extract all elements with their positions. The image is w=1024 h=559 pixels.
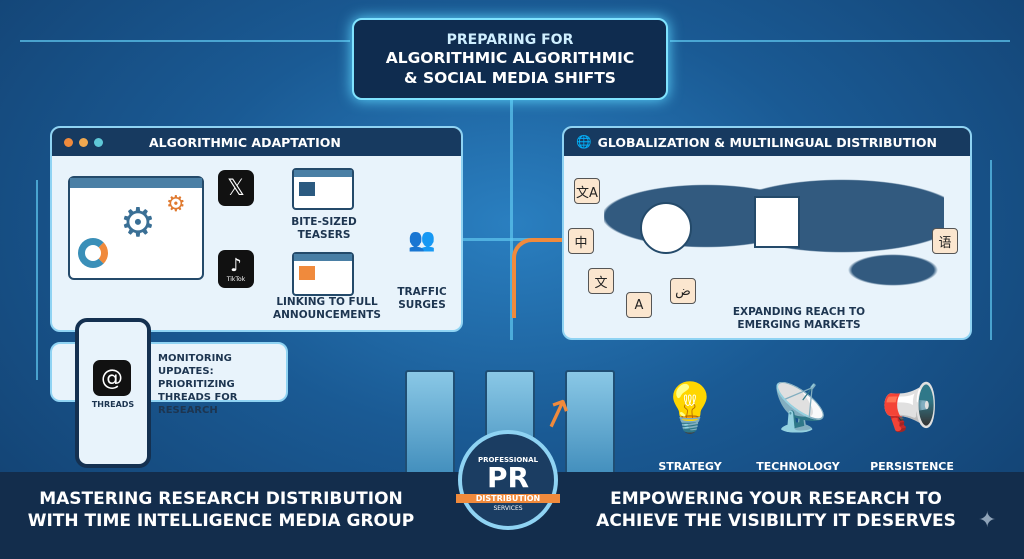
lightbulb-icon: 💡 bbox=[660, 379, 720, 436]
globalization-panel: 🌐 GLOBALIZATION & MULTILINGUAL DISTRIBUTI… bbox=[562, 126, 972, 340]
language-glyph: 中 bbox=[568, 228, 594, 254]
connector bbox=[36, 180, 38, 380]
threads-monitoring-text: MONITORING UPDATES: PRIORITIZING THREADS… bbox=[158, 353, 238, 416]
language-glyph: 文 bbox=[588, 268, 614, 294]
pr-badge: PROFESSIONAL PR DISTRIBUTION SERVICES bbox=[456, 430, 560, 530]
bite-sized-teasers-label: BITE-SIZED TEASERS bbox=[291, 216, 357, 241]
window-dot-icon bbox=[79, 137, 88, 147]
document-icon bbox=[754, 196, 800, 248]
x-label: 𝕏 bbox=[227, 175, 245, 201]
badge-bottom: SERVICES bbox=[493, 505, 523, 512]
panel-header: 🌐 GLOBALIZATION & MULTILINGUAL DISTRIBUTI… bbox=[564, 128, 970, 156]
badge-top: PROFESSIONAL bbox=[477, 456, 539, 464]
satellite-dish-icon: 📡 bbox=[771, 379, 829, 434]
badge-main: PR bbox=[486, 461, 530, 494]
gear-icon: ⚙ bbox=[120, 200, 156, 246]
language-glyph: 文A bbox=[574, 178, 600, 204]
title-line-2: ALGORITHMIC ALGORITHMIC bbox=[385, 49, 635, 67]
connector bbox=[670, 40, 1010, 42]
bottom-left-tagline: MASTERING RESEARCH DISTRIBUTION WITH TIM… bbox=[27, 489, 415, 531]
panel-header: ALGORITHMIC ADAPTATION bbox=[52, 128, 461, 156]
threads-logo-icon: @ bbox=[93, 360, 131, 396]
sparkle-icon: ✦ bbox=[978, 508, 997, 533]
crowd-icon: 👥 bbox=[408, 228, 436, 253]
threads-label: THREADS bbox=[91, 400, 135, 409]
panel-heading: GLOBALIZATION & MULTILINGUAL DISTRIBUTIO… bbox=[597, 134, 937, 150]
gear-icon: ⚙ bbox=[166, 192, 186, 217]
bottom-right-tagline: EMPOWERING YOUR RESEARCH TO ACHIEVE THE … bbox=[596, 489, 956, 531]
connector bbox=[990, 160, 992, 340]
badge-ribbon: DISTRIBUTION bbox=[456, 494, 560, 503]
orange-connector bbox=[512, 238, 562, 318]
connector bbox=[462, 238, 562, 241]
technology-label: TECHNOLOGY bbox=[756, 460, 840, 473]
dashboard-illustration: ⚙ ⚙ bbox=[68, 176, 204, 280]
teaser-card-icon bbox=[292, 168, 354, 210]
pillar-icon bbox=[405, 370, 455, 488]
linking-label: LINKING TO FULL ANNOUNCEMENTS bbox=[273, 296, 381, 321]
megaphone-icon: 📢 bbox=[881, 379, 939, 434]
donut-chart-icon bbox=[78, 238, 108, 268]
title-line-1: PREPARING FOR bbox=[446, 32, 574, 48]
algorithmic-adaptation-panel: ALGORITHMIC ADAPTATION ⚙ ⚙ 𝕏 ♪TikTok BIT… bbox=[50, 126, 463, 332]
announcement-card-icon bbox=[292, 252, 354, 296]
language-glyph: 语 bbox=[932, 228, 958, 254]
window-dot-icon bbox=[94, 137, 103, 147]
strategy-label: STRATEGY bbox=[658, 460, 722, 473]
traffic-surges-label: TRAFFIC SURGES bbox=[397, 286, 447, 311]
connector bbox=[20, 40, 350, 42]
persistence-label: PERSISTENCE bbox=[870, 460, 954, 473]
window-dot-icon bbox=[64, 137, 73, 147]
expanding-reach-label: EXPANDING REACH TO EMERGING MARKETS bbox=[732, 306, 866, 331]
language-glyph: A bbox=[626, 292, 652, 318]
globe-icon: 🌐 bbox=[576, 134, 592, 149]
tiktok-label: TikTok bbox=[226, 276, 246, 283]
title-line-3: & SOCIAL MEDIA SHIFTS bbox=[404, 69, 616, 87]
tiktok-logo-icon: ♪TikTok bbox=[218, 250, 254, 288]
document-icon bbox=[640, 202, 692, 254]
phone-illustration: @ THREADS bbox=[75, 318, 151, 468]
panel-heading: ALGORITHMIC ADAPTATION bbox=[149, 134, 341, 150]
main-title: PREPARING FOR ALGORITHMIC ALGORITHMIC & … bbox=[352, 18, 668, 100]
language-glyph: ض bbox=[670, 278, 696, 304]
connector bbox=[510, 100, 513, 340]
pillar-icon bbox=[565, 370, 615, 488]
x-logo-icon: 𝕏 bbox=[218, 170, 254, 206]
